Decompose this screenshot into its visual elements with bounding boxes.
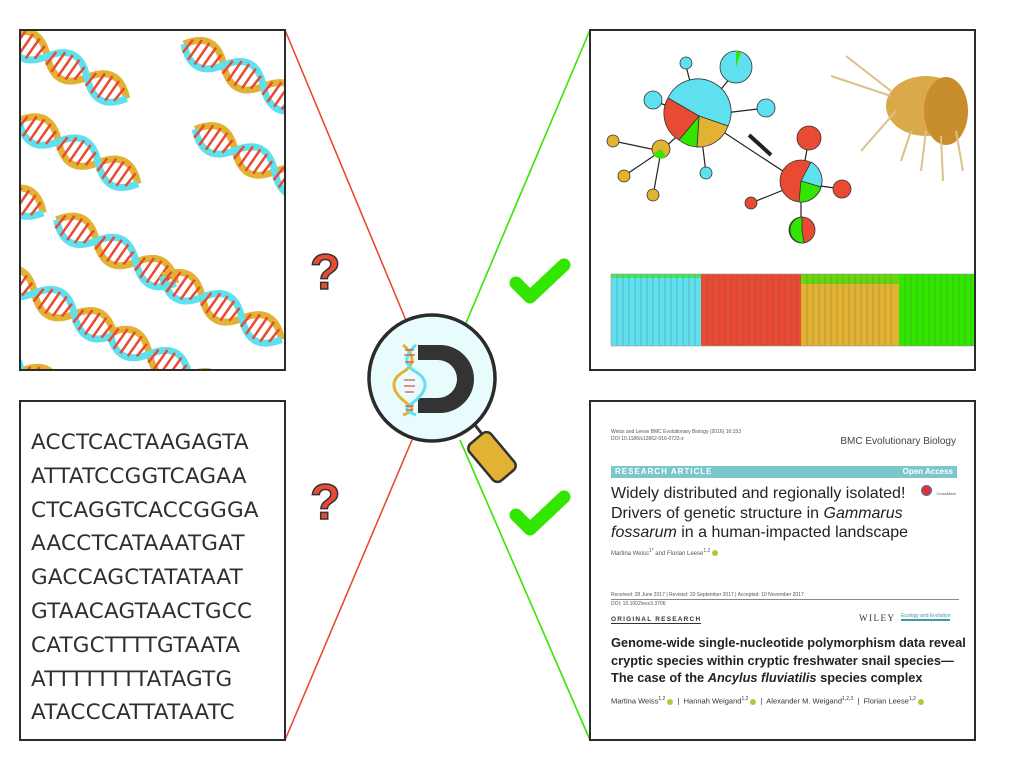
amphipod-photo-icon	[830, 55, 968, 182]
sequence-line: ATTATCCGGTCAGAA	[31, 463, 247, 489]
sequence-line: CATGCTTTTGTAATA	[31, 632, 241, 658]
paper1-title-line2: Drivers of genetic structure in	[611, 504, 824, 522]
orcid-icon	[750, 698, 757, 705]
band-left-label: RESEARCH ARTICLE	[615, 467, 713, 476]
paper2-doi: DOI: 10.1002/ece3.3706	[611, 601, 666, 607]
dna-helix-pattern-icon	[21, 31, 286, 371]
question-mark-icon-top: ?	[309, 243, 341, 301]
paper1-title[interactable]: Widely distributed and regionally isolat…	[611, 484, 908, 543]
paper2-dates: Received: 28 June 2017 | Revised: 20 Sep…	[611, 592, 804, 598]
sequence-panel: ACCTCACTAAGAGTA ATTATCCGGTCAGAA CTCAGGTC…	[19, 400, 286, 741]
paper2-journal: Ecology and Evolution	[901, 613, 951, 621]
structure-plot	[610, 273, 974, 347]
paper2-section: ORIGINAL RESEARCH	[611, 616, 702, 624]
paper1-doi: DOI 10.1186/s12862-016-0723-z	[611, 436, 684, 442]
checkmark-icon-top	[509, 258, 571, 304]
crossmark-icon	[921, 485, 932, 497]
band-right-label: Open Access	[902, 467, 953, 476]
research-article-band: RESEARCH ARTICLE Open Access	[611, 466, 957, 478]
papers-panel: Weiss and Leese BMC Evolutionary Biology…	[589, 400, 976, 741]
paper1-title-line1: Widely distributed and regionally isolat…	[611, 485, 906, 502]
dna-sequence-text: ACCTCACTAAGAGTA ATTATCCGGTCAGAA CTCAGGTC…	[31, 426, 259, 730]
paper2-title-line2: cryptic species within cryptic freshwate…	[611, 652, 954, 668]
orcid-icon	[917, 698, 924, 705]
d-letter-icon	[418, 345, 474, 413]
crossmark-label: CrossMark	[936, 491, 956, 496]
sequence-line: AACCTCATAAATGAT	[31, 531, 245, 557]
paper1-citation: Weiss and Leese BMC Evolutionary Biology…	[611, 429, 741, 435]
paper2-title-species: Ancylus fluviatilis	[707, 670, 817, 685]
paper1-title-species2: fossarum	[611, 524, 677, 541]
paper1-title-line3: in a human-impacted landscape	[676, 524, 909, 541]
haplotype-network-icon	[606, 50, 974, 347]
paper1-authors: Martina Weiss1* and Florian Leese1,2	[611, 548, 719, 557]
crossmark-badge[interactable]: CrossMark	[921, 482, 956, 500]
orcid-icon	[712, 550, 719, 557]
red-line-top	[284, 29, 411, 331]
paper2-authors: Martina Weiss1,2 | Hannah Weigand1,2 | A…	[611, 696, 924, 706]
orcid-icon	[667, 698, 674, 705]
dna-helix-icon	[392, 343, 427, 417]
paper1-journal: BMC Evolutionary Biology	[840, 436, 956, 447]
divider	[611, 599, 959, 600]
sequence-line: GACCAGCTATATAAT	[31, 565, 243, 591]
paper2-title-line1: Genome-wide single-nucleotide polymorphi…	[611, 635, 966, 650]
sequence-line: ATTTTTTTTATAGTG	[31, 666, 233, 692]
green-line-bottom	[459, 439, 591, 741]
sequence-line: ATACCCATTATAATC	[31, 700, 235, 726]
checkmark-icon-bottom	[509, 490, 571, 536]
sequence-line: ACCTCACTAAGAGTA	[31, 430, 249, 455]
dna-magnifier-logo	[367, 313, 517, 484]
dna-images-panel	[19, 29, 286, 371]
green-line-top	[462, 29, 591, 331]
paper1-title-species: Gammarus	[823, 504, 903, 522]
sequence-line: GTAACAGTAACTGCC	[31, 598, 253, 624]
network-panel	[589, 29, 976, 371]
wiley-logo: WILEY	[859, 613, 896, 623]
sequence-line: CTCAGGTCACCGGGA	[31, 497, 259, 523]
question-mark-icon-bottom: ?	[309, 473, 341, 531]
red-line-bottom	[284, 439, 413, 741]
paper2-title[interactable]: Genome-wide single-nucleotide polymorphi…	[611, 635, 966, 685]
